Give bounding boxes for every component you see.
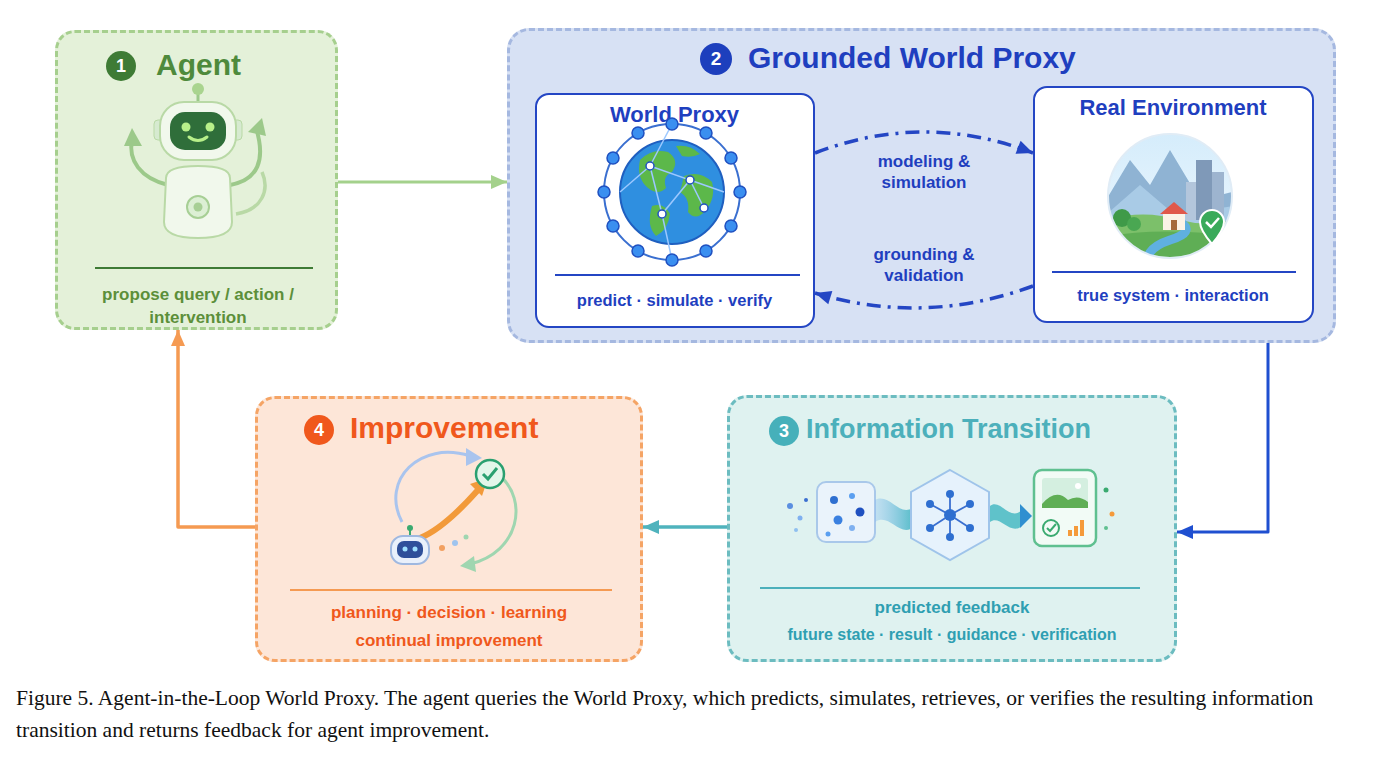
node-title: Grounded World Proxy (748, 39, 1218, 77)
callout-text: 1 (106, 51, 136, 81)
connector (171, 330, 255, 527)
process-box: World Proxy predict · simulate · verify (535, 93, 815, 328)
node-title: Agent (156, 47, 326, 83)
agent-box: Agent propose query / action / interventi… (55, 30, 338, 330)
stage-box: Improvement planning · decision · learnin… (255, 396, 643, 662)
arrow-head (1177, 525, 1193, 539)
callout-text: 2 (700, 43, 732, 75)
arrow-head (171, 330, 185, 346)
callout-number: 3 (769, 416, 799, 446)
connector (1177, 343, 1268, 539)
edge-label: modeling & simulation (862, 151, 986, 193)
edge-label: grounding & validation (862, 244, 986, 286)
connector-line (643, 525, 727, 529)
node-title: World Proxy (537, 101, 812, 129)
callout-number: 4 (304, 415, 334, 445)
node-text: predicted feedback (730, 597, 1174, 619)
node-text: propose query / action / intervention (96, 283, 300, 329)
connector (643, 520, 727, 534)
node-text: predict · simulate · verify (537, 289, 812, 311)
arrow-head (491, 175, 507, 189)
node-title: Real Environment (1035, 94, 1311, 122)
node-title: Information Transition (806, 411, 1172, 447)
node-text: future state · result · guidance · verif… (730, 624, 1174, 646)
connector-line (178, 330, 255, 527)
node-text: true system · interaction (1035, 284, 1311, 306)
callout-number: 1 (106, 51, 136, 81)
connector-line (338, 181, 507, 184)
connector (338, 175, 507, 189)
connector-line (1177, 343, 1268, 532)
callout-text: 4 (304, 415, 334, 445)
arrow-head (643, 520, 659, 534)
process-box: Real Environment true system · interactio… (1033, 86, 1314, 323)
stage-box: Information Transition predicted feedback… (727, 395, 1177, 662)
caption: Figure 5. Agent-in-the-Loop World Proxy.… (16, 682, 1382, 746)
callout-text: 3 (769, 416, 799, 446)
node-title: Improvement (350, 409, 630, 447)
node-text: planning · decision · learning continual… (300, 599, 598, 655)
callout-number: 2 (700, 43, 732, 75)
